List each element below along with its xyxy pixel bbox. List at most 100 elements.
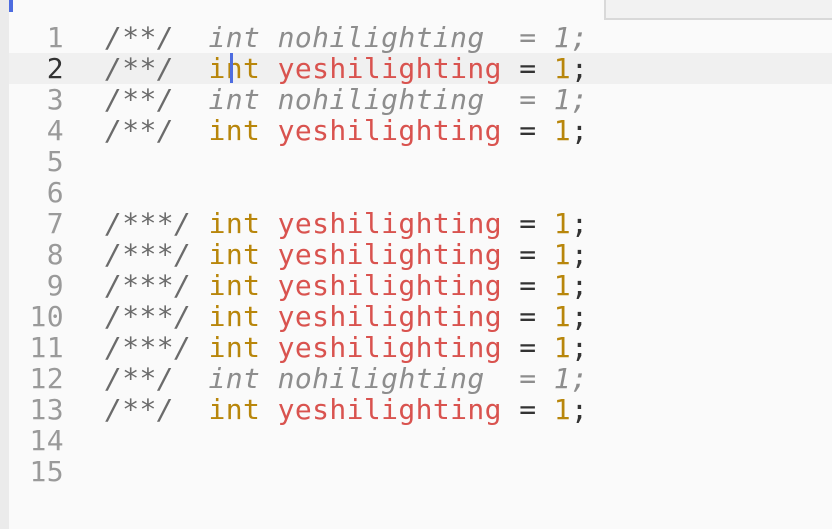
semicolon-token: ;: [571, 238, 589, 271]
operator-token: =: [519, 269, 537, 302]
line-number: 12: [29, 362, 64, 395]
whitespace: [502, 300, 519, 333]
code-line[interactable]: 14: [9, 425, 832, 456]
comment-token: /***/: [105, 300, 192, 333]
semicolon-token: ;: [571, 207, 589, 240]
identifier-token: yeshilighting: [277, 238, 502, 271]
code-line[interactable]: 12 /**/ int nohilighting = 1;: [9, 363, 832, 394]
whitespace: [174, 83, 209, 116]
line-number: 3: [46, 83, 64, 116]
comment-token: /***/: [105, 207, 192, 240]
whitespace: [485, 21, 520, 54]
semicolon-token: ;: [571, 52, 589, 85]
keyword-token: int: [208, 393, 261, 426]
line-number: 4: [46, 114, 64, 147]
code-text: /***/ int yeshilighting = 1;: [105, 301, 588, 332]
comment-token: /***/: [105, 238, 192, 271]
comment-token: /**/: [105, 21, 175, 54]
line-number: 6: [46, 176, 64, 209]
code-line[interactable]: 15: [9, 456, 832, 487]
number-token: 1: [553, 238, 572, 271]
keyword-token: int: [208, 21, 261, 54]
code-text: /***/ int yeshilighting = 1;: [105, 270, 588, 301]
line-number: 10: [29, 300, 64, 333]
comment-token: /**/: [105, 52, 175, 85]
comment-token: /**/: [105, 114, 175, 147]
comment-token: /**/: [105, 83, 175, 116]
line-number: 15: [29, 455, 64, 488]
keyword-token: int: [208, 83, 261, 116]
identifier-token: nohilighting: [277, 21, 485, 54]
comment-token: /**/: [105, 393, 175, 426]
identifier-token: yeshilighting: [277, 114, 502, 147]
keyword-token: int: [208, 207, 261, 240]
code-line[interactable]: 6: [9, 177, 832, 208]
semicolon-token: ;: [571, 331, 589, 364]
identifier-token: yeshilighting: [277, 331, 502, 364]
code-text: /**/ int yeshilighting = 1;: [105, 53, 588, 84]
code-line[interactable]: 7 /***/ int yeshilighting = 1;: [9, 208, 832, 239]
whitespace: [174, 393, 209, 426]
code-line[interactable]: 1/**/ int nohilighting = 1;: [9, 22, 832, 53]
code-line[interactable]: 3 /**/ int nohilighting = 1;: [9, 84, 832, 115]
whitespace: [174, 21, 209, 54]
whitespace: [502, 238, 519, 271]
operator-token: =: [519, 52, 537, 85]
whitespace: [485, 83, 520, 116]
whitespace: [485, 362, 520, 395]
number-token: 1: [553, 52, 572, 85]
keyword-token: int: [208, 269, 261, 302]
keyword-token: int: [208, 52, 261, 85]
line-number: 7: [46, 207, 64, 240]
comment-token: /***/: [105, 269, 192, 302]
keyword-token: int: [208, 362, 261, 395]
keyword-token: int: [208, 331, 261, 364]
code-line[interactable]: 11/***/ int yeshilighting = 1;: [9, 332, 832, 363]
whitespace: [191, 331, 208, 364]
semicolon-token: ;: [571, 300, 589, 333]
whitespace: [502, 331, 519, 364]
code-line[interactable]: 8/***/ int yeshilighting = 1;: [9, 239, 832, 270]
number-token: 1: [553, 393, 572, 426]
code-text: /**/ int nohilighting = 1;: [105, 84, 588, 115]
semicolon-token: ;: [571, 393, 589, 426]
code-line[interactable]: 13 /**/ int yeshilighting = 1;: [9, 394, 832, 425]
number-token: 1: [553, 300, 572, 333]
operator-token: =: [519, 21, 537, 54]
whitespace: [174, 52, 209, 85]
code-line[interactable]: 2 /**/ int yeshilighting = 1;: [9, 53, 832, 84]
identifier-token: nohilighting: [277, 83, 485, 116]
code-line[interactable]: 10 /***/ int yeshilighting = 1;: [9, 301, 832, 332]
line-number: 14: [29, 424, 64, 457]
operator-token: =: [519, 238, 537, 271]
code-line[interactable]: 9/***/ int yeshilighting = 1;: [9, 270, 832, 301]
semicolon-token: ;: [571, 269, 589, 302]
code-text: /**/ int nohilighting = 1;: [105, 363, 588, 394]
comment-token: /**/: [105, 362, 175, 395]
line-number: 5: [46, 145, 64, 178]
keyword-token: int: [208, 114, 261, 147]
code-text: /***/ int yeshilighting = 1;: [105, 208, 588, 239]
code-line[interactable]: 4/**/ int yeshilighting = 1;: [9, 115, 832, 146]
number-token: 1: [553, 207, 572, 240]
whitespace: [502, 52, 519, 85]
whitespace: [174, 362, 209, 395]
line-number: 13: [29, 393, 64, 426]
whitespace: [502, 269, 519, 302]
operator-token: =: [519, 207, 537, 240]
operator-token: =: [519, 83, 537, 116]
line-number: 2: [46, 52, 64, 85]
identifier-token: nohilighting: [277, 362, 485, 395]
scroll-position-marker: [9, 0, 13, 12]
line-number: 1: [46, 21, 64, 54]
whitespace: [502, 114, 519, 147]
operator-token: =: [519, 300, 537, 333]
number-token: 1: [553, 362, 571, 395]
code-text: /**/ int yeshilighting = 1;: [105, 394, 588, 425]
code-text: /***/ int yeshilighting = 1;: [105, 239, 588, 270]
code-line[interactable]: 5: [9, 146, 832, 177]
number-token: 1: [553, 114, 572, 147]
identifier-token: yeshilighting: [277, 393, 502, 426]
semicolon-token: ;: [571, 114, 589, 147]
